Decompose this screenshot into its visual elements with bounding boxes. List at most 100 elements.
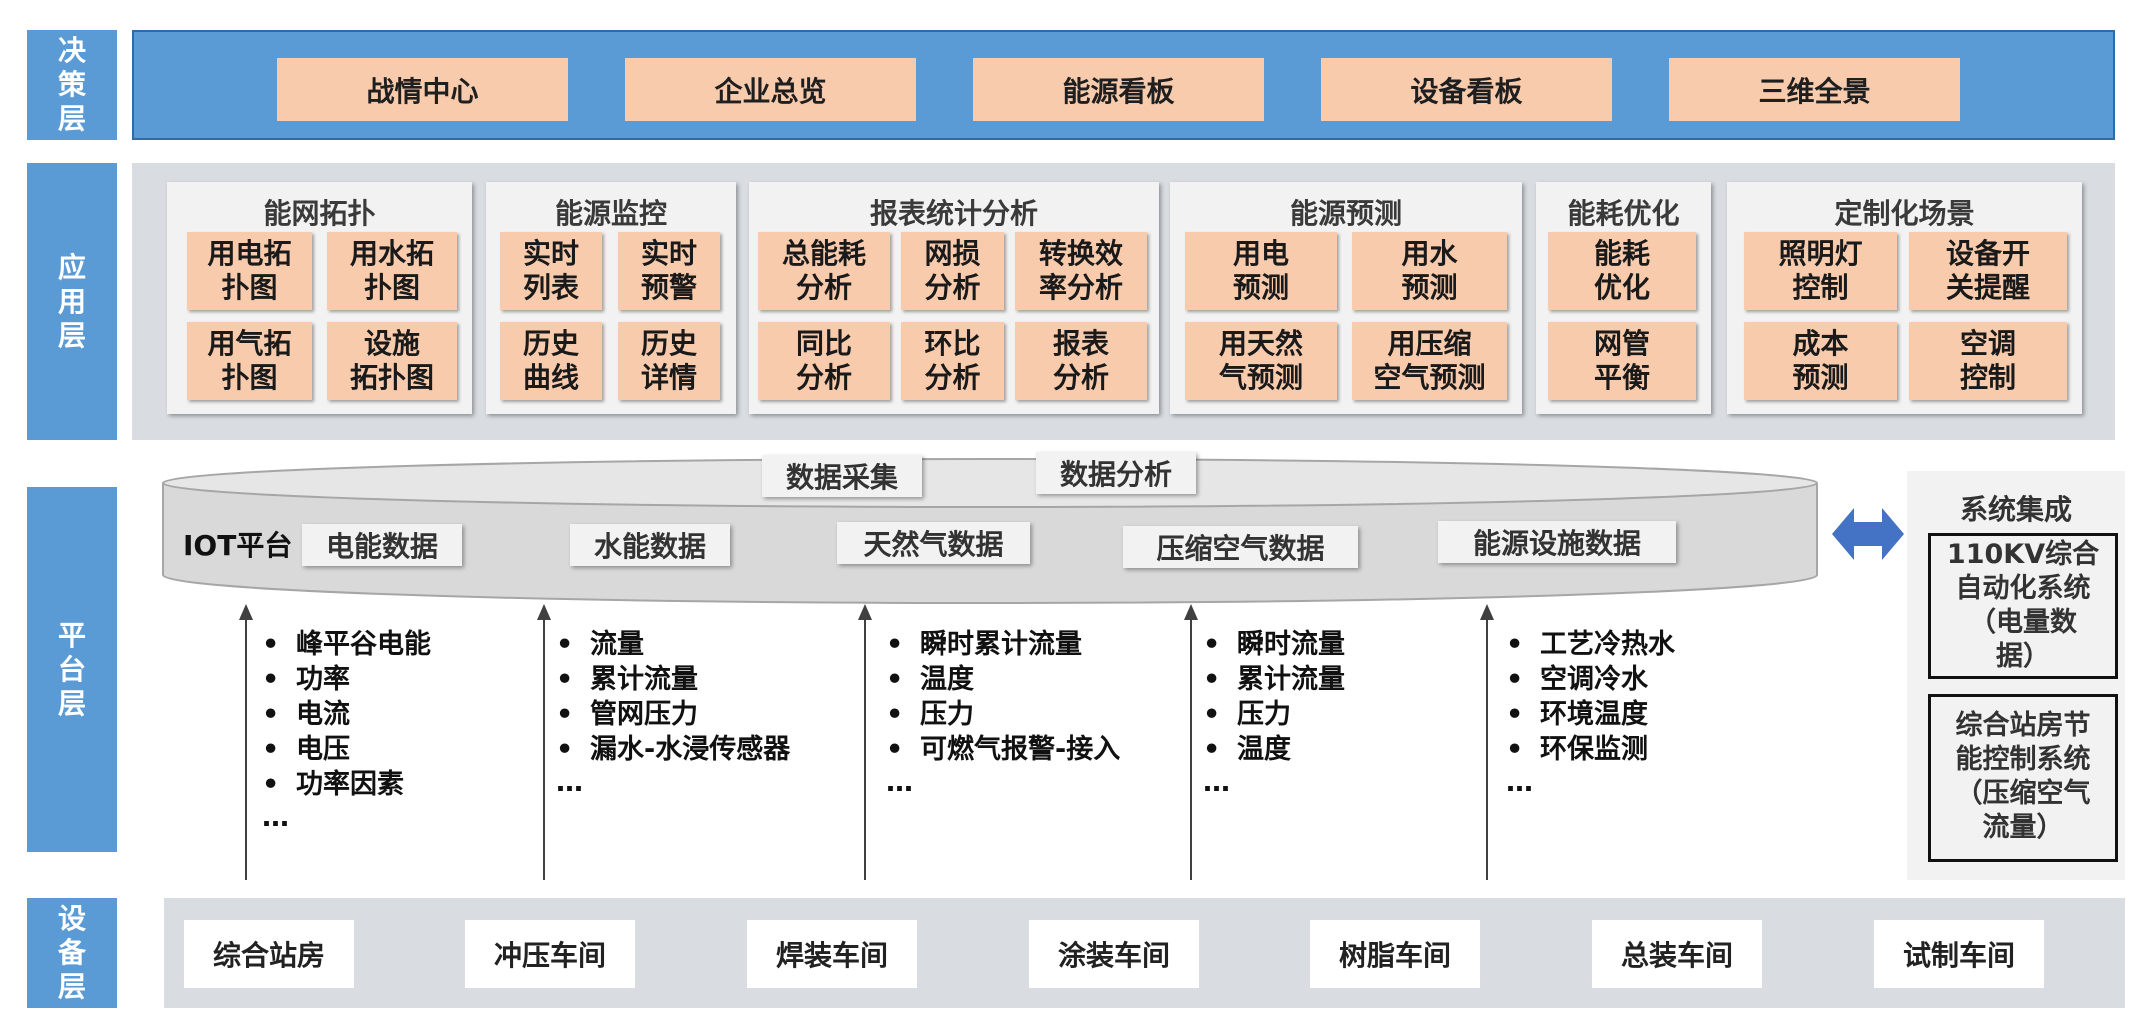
up-arrow-icon xyxy=(1480,604,1494,880)
app-cell-device-switch-reminder[interactable]: 设备开 关提醒 xyxy=(1909,232,2067,310)
group-title: 报表统计分析 xyxy=(869,197,1038,230)
system-integration-title: 系统集成 xyxy=(1959,493,2072,526)
app-group-report-analysis: 报表统计分析 总能耗 分析 网损 分析 转换效 率分析 同比 分析 环比 分析 … xyxy=(749,182,1159,414)
list-item: 环境温度 xyxy=(1506,697,1675,732)
layer-label-platform: 平台层 xyxy=(27,487,117,852)
layer-label-device: 设备层 xyxy=(27,898,117,1008)
list-item: 功率因素 xyxy=(262,767,431,802)
list-item: 漏水-水浸传感器 xyxy=(556,732,790,767)
tag-data-analysis[interactable]: 数据分析 xyxy=(1036,452,1196,494)
bullet-group-electric: 峰平谷电能 功率 电流 电压 功率因素 … xyxy=(262,627,431,833)
app-cell-report-analysis[interactable]: 报表 分析 xyxy=(1015,322,1147,400)
app-cell-realtime-list[interactable]: 实时 列表 xyxy=(500,232,602,310)
device-item-trial-workshop[interactable]: 试制车间 xyxy=(1874,920,2044,988)
list-item: 温度 xyxy=(886,662,1120,697)
app-cell-power-forecast[interactable]: 用电 预测 xyxy=(1185,232,1337,310)
list-item: 电压 xyxy=(262,732,431,767)
decision-item-3d-panorama[interactable]: 三维全景 xyxy=(1669,58,1960,121)
device-item-comprehensive-station[interactable]: 综合站房 xyxy=(184,920,354,988)
device-item-resin-workshop[interactable]: 树脂车间 xyxy=(1310,920,1480,988)
list-item: 累计流量 xyxy=(1203,662,1345,697)
decision-item-war-room[interactable]: 战情中心 xyxy=(277,58,568,121)
app-cell-lighting-control[interactable]: 照明灯 控制 xyxy=(1744,232,1897,310)
app-cell-cost-forecast[interactable]: 成本 预测 xyxy=(1744,322,1897,400)
more-indicator: … xyxy=(262,802,289,833)
app-cell-realtime-alert[interactable]: 实时 预警 xyxy=(618,232,720,310)
list-item: 工艺冷热水 xyxy=(1506,627,1675,662)
app-group-custom-scenarios: 定制化场景 照明灯 控制 设备开 关提醒 成本 预测 空调 控制 xyxy=(1727,182,2082,414)
more-indicator: … xyxy=(1203,767,1230,798)
app-cell-natural-gas-forecast[interactable]: 用天然 气预测 xyxy=(1185,322,1337,400)
app-group-energy-monitoring: 能源监控 实时 列表 实时 预警 历史 曲线 历史 详情 xyxy=(486,182,736,414)
device-item-welding-workshop[interactable]: 焊装车间 xyxy=(747,920,917,988)
bullet-group-energy-facility: 工艺冷热水 空调冷水 环境温度 环保监测 … xyxy=(1506,627,1675,798)
list-item: 空调冷水 xyxy=(1506,662,1675,697)
layer-label-application: 应用层 xyxy=(27,163,117,440)
bullet-group-water: 流量 累计流量 管网压力 漏水-水浸传感器 … xyxy=(556,627,790,798)
app-cell-ac-control[interactable]: 空调 控制 xyxy=(1909,322,2067,400)
group-title: 能源预测 xyxy=(1289,197,1402,230)
list-item: 电流 xyxy=(262,697,431,732)
list-item: 压力 xyxy=(886,697,1120,732)
device-item-stamping-workshop[interactable]: 冲压车间 xyxy=(465,920,635,988)
layer-label-decision: 决策层 xyxy=(27,30,117,140)
app-cell-pipe-balance[interactable]: 网管 平衡 xyxy=(1548,322,1696,400)
app-cell-facility-topology[interactable]: 设施 拓扑图 xyxy=(327,322,457,400)
decision-item-enterprise-overview[interactable]: 企业总览 xyxy=(625,58,916,121)
group-title: 能耗优化 xyxy=(1567,197,1680,230)
tag-compressed-air-data[interactable]: 压缩空气数据 xyxy=(1123,526,1358,568)
list-item: 压力 xyxy=(1203,697,1345,732)
app-cell-gas-topology[interactable]: 用气拓 扑图 xyxy=(187,322,312,400)
list-item: 峰平谷电能 xyxy=(262,627,431,662)
list-item: 瞬时流量 xyxy=(1203,627,1345,662)
app-group-energy-topology: 能网拓扑 用电拓 扑图 用水拓 扑图 用气拓 扑图 设施 拓扑图 xyxy=(167,182,472,414)
up-arrow-icon xyxy=(858,604,872,880)
list-item: 累计流量 xyxy=(556,662,790,697)
app-cell-history-detail[interactable]: 历史 详情 xyxy=(618,322,720,400)
bullet-group-natural-gas: 瞬时累计流量 温度 压力 可燃气报警-接入 … xyxy=(886,627,1120,798)
app-cell-consumption-optimize[interactable]: 能耗 优化 xyxy=(1548,232,1696,310)
app-group-consumption-optimization: 能耗优化 能耗 优化 网管 平衡 xyxy=(1536,182,1711,414)
app-cell-compressed-air-forecast[interactable]: 用压缩 空气预测 xyxy=(1352,322,1507,400)
group-title: 能网拓扑 xyxy=(263,197,376,230)
decision-item-energy-board[interactable]: 能源看板 xyxy=(973,58,1264,121)
app-cell-line-loss[interactable]: 网损 分析 xyxy=(901,232,1004,310)
app-cell-yoy-analysis[interactable]: 同比 分析 xyxy=(758,322,890,400)
app-cell-mom-analysis[interactable]: 环比 分析 xyxy=(901,322,1004,400)
tag-natural-gas-data[interactable]: 天然气数据 xyxy=(837,522,1030,564)
app-cell-water-forecast[interactable]: 用水 预测 xyxy=(1352,232,1507,310)
app-cell-conversion-efficiency[interactable]: 转换效 率分析 xyxy=(1015,232,1147,310)
tag-data-collection[interactable]: 数据采集 xyxy=(762,455,922,497)
list-item: 瞬时累计流量 xyxy=(886,627,1120,662)
tag-electric-data[interactable]: 电能数据 xyxy=(302,524,462,566)
list-item: 温度 xyxy=(1203,732,1345,767)
app-cell-history-curve[interactable]: 历史 曲线 xyxy=(500,322,602,400)
group-title: 能源监控 xyxy=(554,197,667,230)
app-cell-power-topology[interactable]: 用电拓 扑图 xyxy=(187,232,312,310)
iot-platform-label: IOT平台 xyxy=(183,529,293,562)
up-arrow-icon xyxy=(537,604,551,880)
up-arrow-icon xyxy=(239,604,253,880)
list-item: 流量 xyxy=(556,627,790,662)
more-indicator: … xyxy=(556,767,583,798)
app-cell-total-energy[interactable]: 总能耗 分析 xyxy=(758,232,890,310)
app-cell-water-topology[interactable]: 用水拓 扑图 xyxy=(327,232,457,310)
more-indicator: … xyxy=(1506,767,1533,798)
list-item: 功率 xyxy=(262,662,431,697)
list-item: 管网压力 xyxy=(556,697,790,732)
decision-item-equipment-board[interactable]: 设备看板 xyxy=(1321,58,1612,121)
left-right-arrow-icon xyxy=(1832,508,1904,560)
bullet-group-compressed-air: 瞬时流量 累计流量 压力 温度 … xyxy=(1203,627,1345,798)
up-arrow-icon xyxy=(1184,604,1198,880)
list-item: 可燃气报警-接入 xyxy=(886,732,1120,767)
integration-box-110kv[interactable]: 110KV综合 自动化系统 （电量数 据） xyxy=(1928,533,2118,679)
list-item: 环保监测 xyxy=(1506,732,1675,767)
more-indicator: … xyxy=(886,767,913,798)
app-group-energy-forecast: 能源预测 用电 预测 用水 预测 用天然 气预测 用压缩 空气预测 xyxy=(1170,182,1522,414)
tag-water-data[interactable]: 水能数据 xyxy=(570,524,730,566)
device-item-painting-workshop[interactable]: 涂装车间 xyxy=(1029,920,1199,988)
device-item-assembly-workshop[interactable]: 总装车间 xyxy=(1592,920,1762,988)
group-title: 定制化场景 xyxy=(1834,197,1975,230)
integration-box-station-energy-control[interactable]: 综合站房节 能控制系统 （压缩空气 流量） xyxy=(1928,694,2118,862)
tag-energy-facility-data[interactable]: 能源设施数据 xyxy=(1438,521,1676,563)
